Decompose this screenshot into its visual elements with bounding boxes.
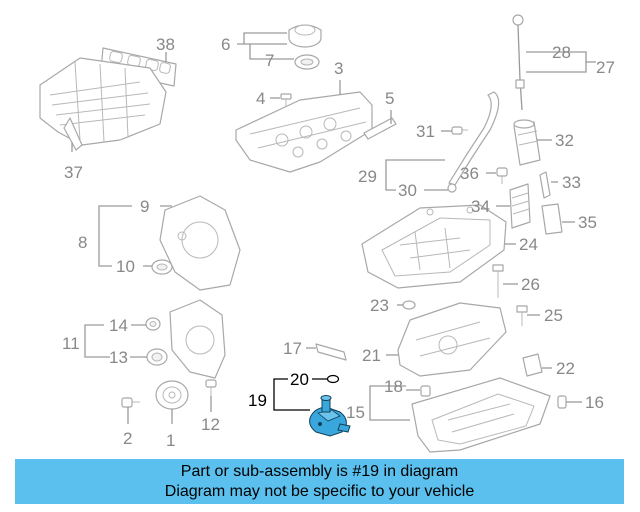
crank-seal: [146, 348, 168, 366]
callout-2: 2: [123, 429, 132, 448]
o-ring-20: [326, 374, 340, 384]
oil-pump-19: [309, 395, 351, 437]
callout-29: 29: [358, 167, 377, 186]
oil-filter: [513, 119, 541, 166]
tube-bolt: [451, 126, 468, 135]
callout-15: 15: [346, 403, 365, 422]
callout-25: 25: [544, 306, 563, 325]
upper-oil-pan: [361, 204, 507, 289]
oil-pan-bolt-long: [492, 264, 504, 298]
oil-level-sensor: [539, 171, 551, 199]
callout-33: 33: [562, 173, 581, 192]
cover-gasket: [145, 317, 161, 331]
oil-temp-sensor: [420, 385, 431, 397]
callout-20: 20: [290, 370, 309, 389]
callout-35: 35: [578, 213, 597, 232]
oil-baffle: [397, 302, 507, 377]
callout-36: 36: [460, 164, 479, 183]
callout-24: 24: [519, 235, 538, 254]
timing-cover-seal: [151, 259, 173, 275]
parts-diagram: 1 2 3 4 5 6 7 8 9 10 11 12 13 14 15 16 1…: [39, 14, 615, 453]
callout-26: 26: [521, 275, 540, 294]
callout-11: 11: [62, 334, 80, 353]
lower-timing-cover: [169, 299, 226, 379]
dipstick: [512, 14, 525, 111]
callout-31: 31: [416, 122, 435, 141]
callout-17: 17: [283, 339, 302, 358]
callout-5: 5: [385, 89, 394, 108]
filler-cap-seal: [294, 54, 320, 70]
drain-plug: [522, 353, 543, 377]
callout-1: 1: [166, 431, 175, 450]
filter-bolt: [496, 167, 508, 184]
callout-8: 8: [78, 233, 87, 252]
cover-bolt: [205, 379, 217, 396]
upper-timing-cover: [159, 195, 241, 291]
oil-filler-cap: [288, 24, 322, 48]
seal-ring: [402, 300, 416, 310]
dipstick-tube: [447, 91, 500, 193]
callout-34: 34: [471, 197, 490, 216]
valve-cover-bolt: [280, 93, 292, 108]
callout-13: 13: [109, 348, 128, 367]
intake-manifold: [39, 57, 167, 151]
callout-32: 32: [555, 131, 574, 150]
callout-4: 4: [256, 89, 265, 108]
banner-line-1: Part or sub-assembly is #19 in diagram: [180, 462, 459, 480]
callout-18: 18: [384, 377, 403, 396]
callout-6: 6: [221, 35, 230, 54]
callout-37: 37: [64, 163, 83, 182]
callout-7: 7: [265, 51, 274, 70]
callout-10: 10: [116, 257, 135, 276]
oil-cooler: [509, 183, 531, 229]
callout-21: 21: [362, 346, 381, 365]
drain-bolt: [557, 395, 567, 409]
lower-oil-pan: [411, 377, 551, 453]
valve-cover: [235, 91, 373, 173]
heat-shield-bracket: [363, 117, 397, 140]
leader-lines: [71, 32, 596, 424]
callout-23: 23: [370, 296, 389, 315]
cooler-gasket: [541, 203, 563, 235]
callout-16: 16: [585, 393, 604, 412]
callout-19: 19: [248, 391, 267, 410]
info-banner: Part or sub-assembly is #19 in diagram D…: [15, 459, 624, 504]
oil-pan-bolt-short: [516, 305, 528, 326]
pulley-bolt: [121, 397, 140, 408]
banner-line-2: Diagram may not be specific to your vehi…: [164, 482, 475, 500]
callout-38: 38: [156, 35, 175, 54]
oil-return-tube: [315, 343, 347, 361]
crankshaft-pulley: [155, 380, 189, 410]
callout-3: 3: [334, 59, 343, 78]
callout-28: 28: [552, 43, 571, 62]
callout-22: 22: [556, 359, 575, 378]
callout-labels: 1 2 3 4 5 6 7 8 9 10 11 12 13 14 15 16 1…: [62, 35, 615, 450]
callout-30: 30: [398, 181, 417, 200]
callout-9: 9: [140, 197, 149, 216]
callout-12: 12: [201, 415, 220, 434]
callout-14: 14: [109, 316, 128, 335]
callout-27: 27: [596, 58, 615, 77]
